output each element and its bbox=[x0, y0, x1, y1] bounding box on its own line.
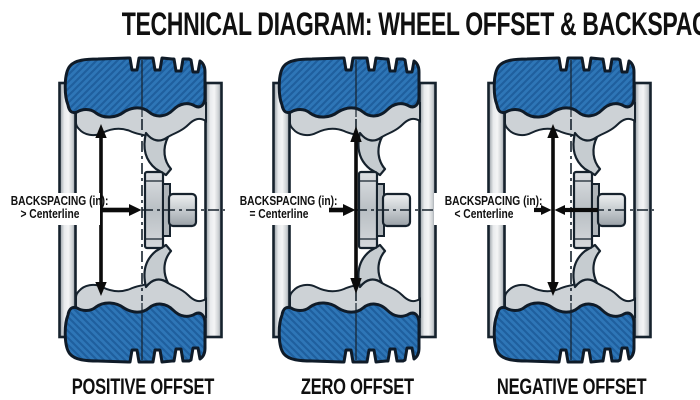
backspacing-arrow bbox=[100, 204, 142, 216]
backspacing-label-title: BACKSPACING (in): bbox=[10, 194, 109, 208]
caption-zero-offset: ZERO OFFSET bbox=[257, 374, 457, 400]
rim-height-arrow bbox=[547, 124, 559, 296]
rim-height-arrow bbox=[350, 126, 362, 294]
backspacing-label-title: BACKSPACING (in): bbox=[444, 194, 543, 208]
backspacing-label-negative: BACKSPACING (in): < Centerline bbox=[434, 193, 542, 225]
backspacing-label-zero: BACKSPACING (in): = Centerline bbox=[229, 193, 337, 225]
wheel-graphic-negative-offset bbox=[487, 57, 657, 363]
caption-positive-offset: POSITIVE OFFSET bbox=[43, 374, 243, 400]
page-title: TECHNICAL DIAGRAM: WHEEL OFFSET & BACKSP… bbox=[0, 6, 700, 42]
wheel-graphic-zero-offset bbox=[272, 57, 442, 363]
backspacing-label-title: BACKSPACING (in): bbox=[239, 194, 338, 208]
caption-text: POSITIVE OFFSET bbox=[71, 374, 215, 399]
page-title-text: TECHNICAL DIAGRAM: WHEEL OFFSET & BACKSP… bbox=[121, 6, 700, 42]
backspacing-label-positive: BACKSPACING (in): > Centerline bbox=[0, 193, 108, 225]
backspacing-arrow bbox=[328, 204, 356, 216]
backspacing-label-relation: < Centerline bbox=[454, 207, 514, 222]
backspacing-label-relation: = Centerline bbox=[249, 207, 309, 222]
backspacing-label-relation: > Centerline bbox=[20, 207, 80, 222]
caption-text: ZERO OFFSET bbox=[300, 374, 414, 399]
wheel-graphic-positive-offset bbox=[58, 57, 228, 363]
caption-text: NEGATIVE OFFSET bbox=[497, 374, 647, 399]
caption-negative-offset: NEGATIVE OFFSET bbox=[472, 374, 672, 400]
backspacing-arrow bbox=[534, 205, 598, 215]
